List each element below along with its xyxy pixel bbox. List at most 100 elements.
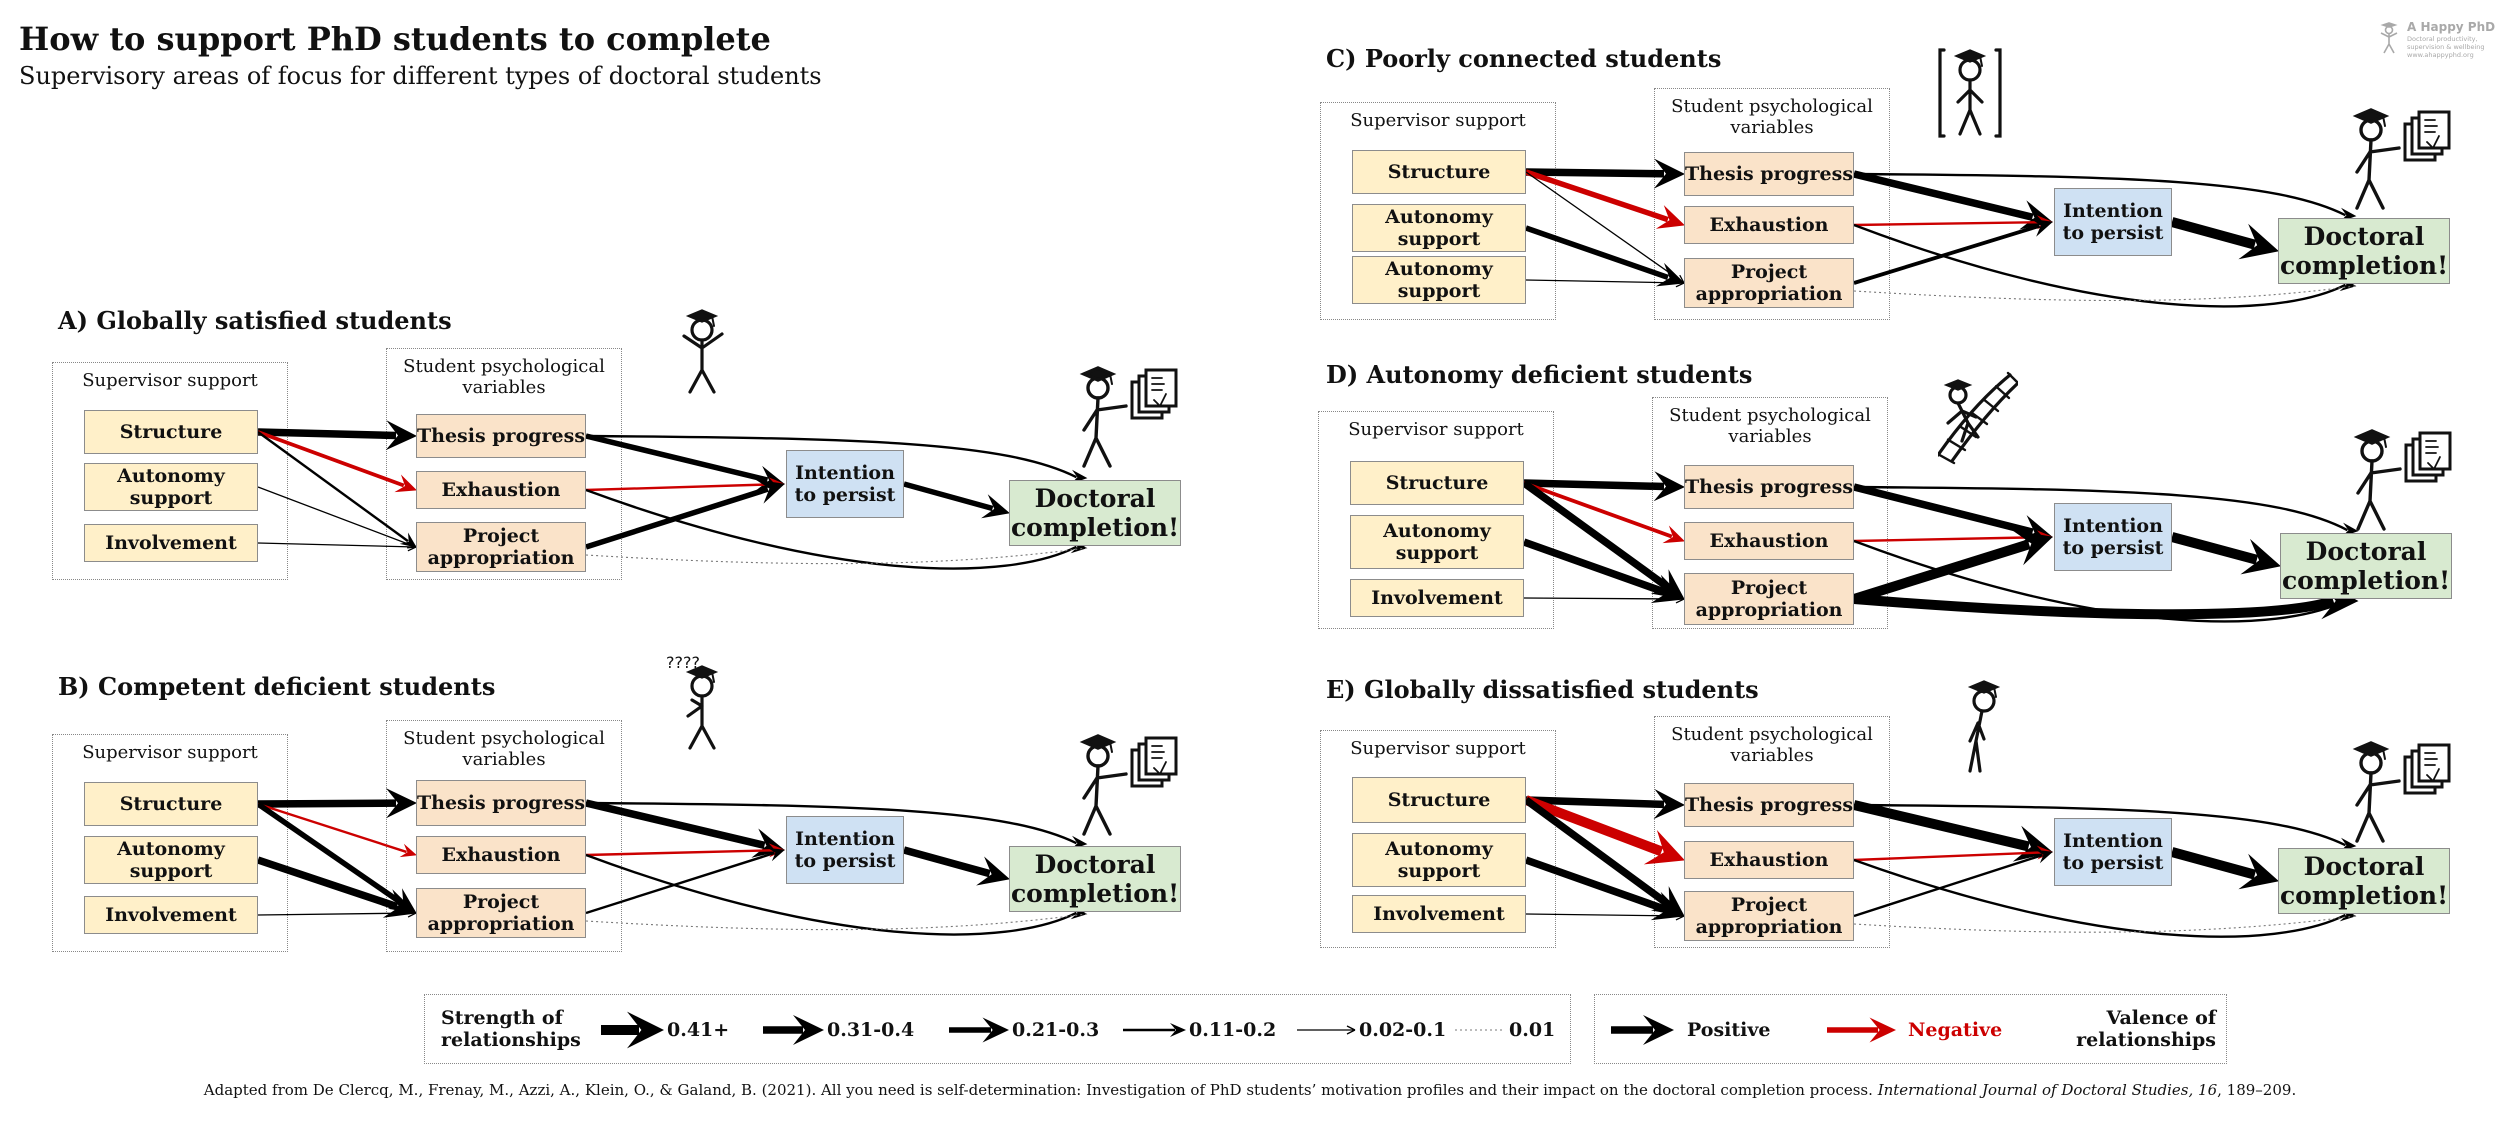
supervisor-support-caption: Supervisor support <box>1350 110 1526 131</box>
legend-arrow-0.02-0.1 <box>1297 1025 1356 1035</box>
psych-variables-caption: Student psychological variables <box>403 356 605 398</box>
graduate-with-papers-icon <box>1079 734 1178 836</box>
node-structure: Structure <box>1352 777 1526 823</box>
node-involvement-label: Autonomy support <box>1385 258 1493 302</box>
node-intention: Intention to persist <box>2054 503 2172 571</box>
panel-A-title: A) Globally satisfied students <box>58 306 452 335</box>
node-exhaustion-label: Exhaustion <box>1709 849 1829 871</box>
stick-figure-cheer-icon <box>682 309 724 394</box>
logo-url: www.ahappyphd.org <box>2407 51 2474 59</box>
node-exhaustion-label: Exhaustion <box>441 844 561 866</box>
svg-text:????: ???? <box>666 656 700 672</box>
node-involvement: Involvement <box>84 524 258 562</box>
graduate-with-papers-icon <box>1079 366 1178 468</box>
node-project: Project appropriation <box>1684 891 1854 941</box>
panel-B-title: B) Competent deficient students <box>58 672 496 701</box>
node-exhaustion-label: Exhaustion <box>1709 214 1829 236</box>
node-intention: Intention to persist <box>786 450 904 518</box>
node-involvement: Autonomy support <box>1352 256 1526 304</box>
node-involvement-label: Involvement <box>105 904 237 926</box>
strength-legend: Strength of relationships 0.41+ 0.31-0.4 0… <box>424 994 1571 1064</box>
legend-strength-label: 0.21-0.3 <box>1012 1019 1100 1041</box>
citation: Adapted from De Clercq, M., Frenay, M., … <box>0 1081 2500 1099</box>
node-doctoral: Doctoral completion! <box>2278 848 2450 914</box>
node-project-label: Project appropriation <box>427 891 575 935</box>
node-intention: Intention to persist <box>2054 188 2172 256</box>
node-project-label: Project appropriation <box>427 525 575 569</box>
node-structure-label: Structure <box>119 421 223 443</box>
node-intention-label: Intention to persist <box>794 462 896 506</box>
node-structure-label: Structure <box>119 793 223 815</box>
negative-label: Negative <box>1908 1019 2003 1041</box>
node-doctoral-label: Doctoral completion! <box>1010 850 1180 908</box>
arrow-project-to-doctoral <box>1853 285 2356 302</box>
arrow-intention-to-doctoral <box>2170 532 2281 575</box>
node-autonomy-label: Autonomy support <box>1383 520 1491 564</box>
node-doctoral-label: Doctoral completion! <box>2279 852 2449 910</box>
node-doctoral: Doctoral completion! <box>2280 533 2452 599</box>
node-doctoral-label: Doctoral completion! <box>1010 484 1180 542</box>
citation-text: Adapted from De Clercq, M., Frenay, M., … <box>203 1081 1873 1099</box>
valence-legend-title: Valence of relationships <box>2076 1007 2216 1051</box>
legend-strength-label: 0.31-0.4 <box>827 1019 915 1041</box>
node-project-label: Project appropriation <box>1695 894 1843 938</box>
node-doctoral: Doctoral completion! <box>2278 218 2450 284</box>
psych-variables-caption: Student psychological variables <box>1671 724 1873 766</box>
panel-D-title: D) Autonomy deficient students <box>1326 360 1753 389</box>
legend-strength-label: 0.41+ <box>667 1019 730 1041</box>
logo-tagline: Doctoral productivity, supervision & wel… <box>2407 35 2487 59</box>
stick-figure-logo-icon <box>2380 22 2398 54</box>
stick-figure-confused-icon: ???? <box>666 656 719 750</box>
node-thesis: Thesis progress <box>1684 152 1854 196</box>
node-autonomy: Autonomy support <box>1352 833 1526 887</box>
node-thesis: Thesis progress <box>1684 783 1854 827</box>
legend-strength-label: 0.01 <box>1509 1019 1556 1041</box>
node-doctoral-label: Doctoral completion! <box>2281 537 2451 595</box>
graduate-with-papers-icon <box>2353 429 2452 531</box>
node-structure-label: Structure <box>1387 789 1491 811</box>
psych-variables-caption: Student psychological variables <box>403 728 605 770</box>
node-involvement: Involvement <box>1350 579 1524 617</box>
node-intention: Intention to persist <box>786 816 904 884</box>
node-structure: Structure <box>1352 150 1526 194</box>
valence-legend: Positive Negative Valence of relationshi… <box>1594 994 2227 1064</box>
arrow-intention-to-doctoral <box>903 481 1010 519</box>
node-doctoral: Doctoral completion! <box>1009 480 1181 546</box>
node-exhaustion: Exhaustion <box>1684 522 1854 560</box>
stick-figure-sad-icon <box>1967 680 2001 773</box>
node-structure-label: Structure <box>1387 161 1491 183</box>
node-exhaustion: Exhaustion <box>1684 841 1854 879</box>
logo-tagline-text: Doctoral productivity, supervision & wel… <box>2407 35 2485 51</box>
negative-arrow <box>1827 1017 1896 1043</box>
node-involvement-label: Involvement <box>1371 587 1503 609</box>
citation-journal: International Journal of Doctoral Studie… <box>1877 1081 2218 1099</box>
node-structure: Structure <box>84 782 258 826</box>
node-intention-label: Intention to persist <box>794 828 896 872</box>
arrow-project-to-doctoral <box>585 547 1087 565</box>
node-thesis-label: Thesis progress <box>1685 163 1854 185</box>
node-doctoral: Doctoral completion! <box>1009 846 1181 912</box>
psych-variables-caption: Student psychological variables <box>1671 96 1873 138</box>
node-autonomy: Autonomy support <box>1350 515 1524 569</box>
stick-figure-boxed-icon <box>1938 48 2002 138</box>
citation-pages: , 189–209. <box>2217 1081 2297 1099</box>
logo: A Happy PhD Doctoral productivity, super… <box>2375 20 2495 65</box>
node-thesis-label: Thesis progress <box>1685 794 1854 816</box>
legend-arrow-0.31-0.4 <box>763 1014 824 1046</box>
node-involvement: Involvement <box>84 896 258 934</box>
node-involvement: Involvement <box>1352 895 1526 933</box>
supervisor-support-caption: Supervisor support <box>82 370 258 391</box>
node-intention-label: Intention to persist <box>2062 830 2164 874</box>
node-doctoral-label: Doctoral completion! <box>2279 222 2449 280</box>
node-involvement-label: Involvement <box>105 532 237 554</box>
legend-arrow-0.21-0.3 <box>949 1017 1009 1043</box>
supervisor-support-caption: Supervisor support <box>1348 419 1524 440</box>
node-exhaustion: Exhaustion <box>416 836 586 874</box>
node-thesis: Thesis progress <box>1684 465 1854 509</box>
supervisor-support-caption: Supervisor support <box>1350 738 1526 759</box>
strength-legend-title: Strength of relationships <box>441 1007 581 1051</box>
page-subtitle: Supervisory areas of focus for different… <box>19 62 822 90</box>
